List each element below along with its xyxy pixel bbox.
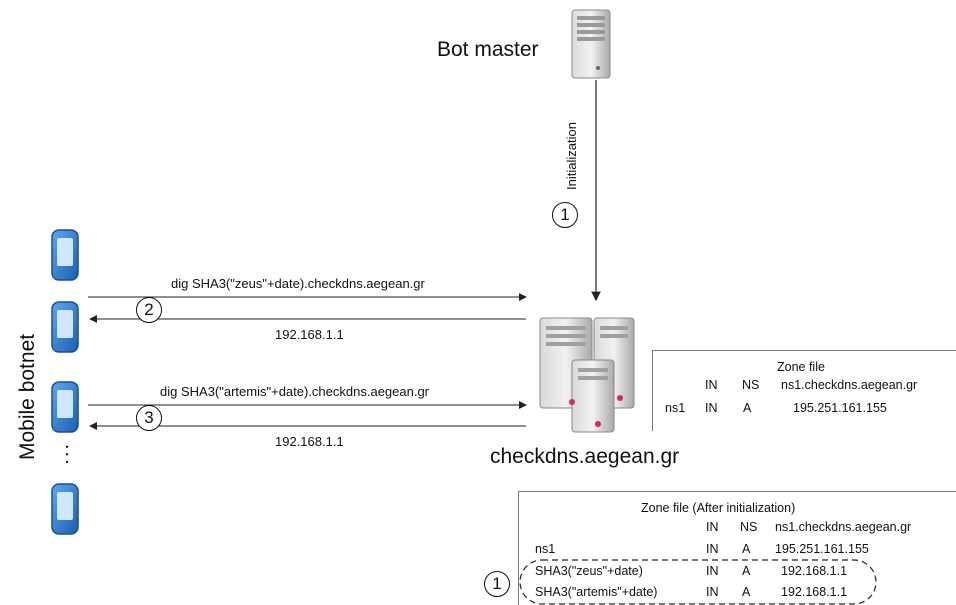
zone-cell-value: ns1.checkdns.aegean.gr [775,520,912,534]
zone-cell-type: A [742,542,751,556]
query-3-request: dig SHA3("artemis"+date).checkdns.aegean… [160,384,430,399]
zone-cell-value: ns1.checkdns.aegean.gr [781,378,918,392]
zone-file-title: Zone file [777,360,825,374]
zone-cell-type: A [742,585,751,599]
server-label: checkdns.aegean.gr [490,445,680,468]
zone-cell-value: 195.251.161.155 [793,401,887,415]
zone-cell-class: IN [705,378,718,392]
phone-icon [51,381,79,433]
zone-cell-class: IN [706,520,719,534]
mobile-botnet-label: Mobile botnet [16,333,39,460]
bot-master-label: Bot master [437,38,539,61]
query-2-response: 192.168.1.1 [275,327,344,342]
phone-icon [51,483,79,535]
bot-master-server-icon [571,9,611,79]
zone-cell-type: A [742,564,751,578]
zone-cell-type: NS [740,520,758,534]
zone-cell-name: SHA3("zeus"+date) [535,564,643,578]
zone-file-after-title: Zone file (After initialization) [641,501,796,515]
phone-icon [51,229,79,281]
zone-cell-value: 192.168.1.1 [781,564,848,578]
step-2-marker: 2 [136,297,162,323]
step-1-marker: 1 [552,202,578,228]
step-3-marker: 3 [136,405,162,431]
zone-cell-type: A [743,401,752,415]
query-3-response: 192.168.1.1 [275,434,344,449]
zone-cell-class: IN [706,564,719,578]
zone-cell-value: 192.168.1.1 [781,585,848,599]
zone-cell-class: IN [706,585,719,599]
zone-file-box: Zone file IN NS ns1.checkdns.aegean.gr n… [652,350,956,431]
query-2-request: dig SHA3("zeus"+date).checkdns.aegean.gr [171,276,425,291]
phone-icon [51,301,79,353]
checkdns-server-icon [539,317,635,433]
more-phones-ellipsis: ... [61,444,83,467]
step-1-after-marker: 1 [484,571,510,597]
zone-cell-class: IN [706,542,719,556]
zone-file-after-box: Zone file (After initialization) IN NS n… [518,491,956,605]
zone-cell-value: 195.251.161.155 [775,542,869,556]
zone-cell-name: ns1 [665,401,686,415]
new-records-highlight [519,559,877,605]
zone-cell-class: IN [705,401,718,415]
zone-cell-name: SHA3("artemis"+date) [535,585,658,599]
zone-cell-name: ns1 [535,542,556,556]
initialization-label: Initialization [564,122,579,190]
zone-cell-type: NS [742,378,760,392]
